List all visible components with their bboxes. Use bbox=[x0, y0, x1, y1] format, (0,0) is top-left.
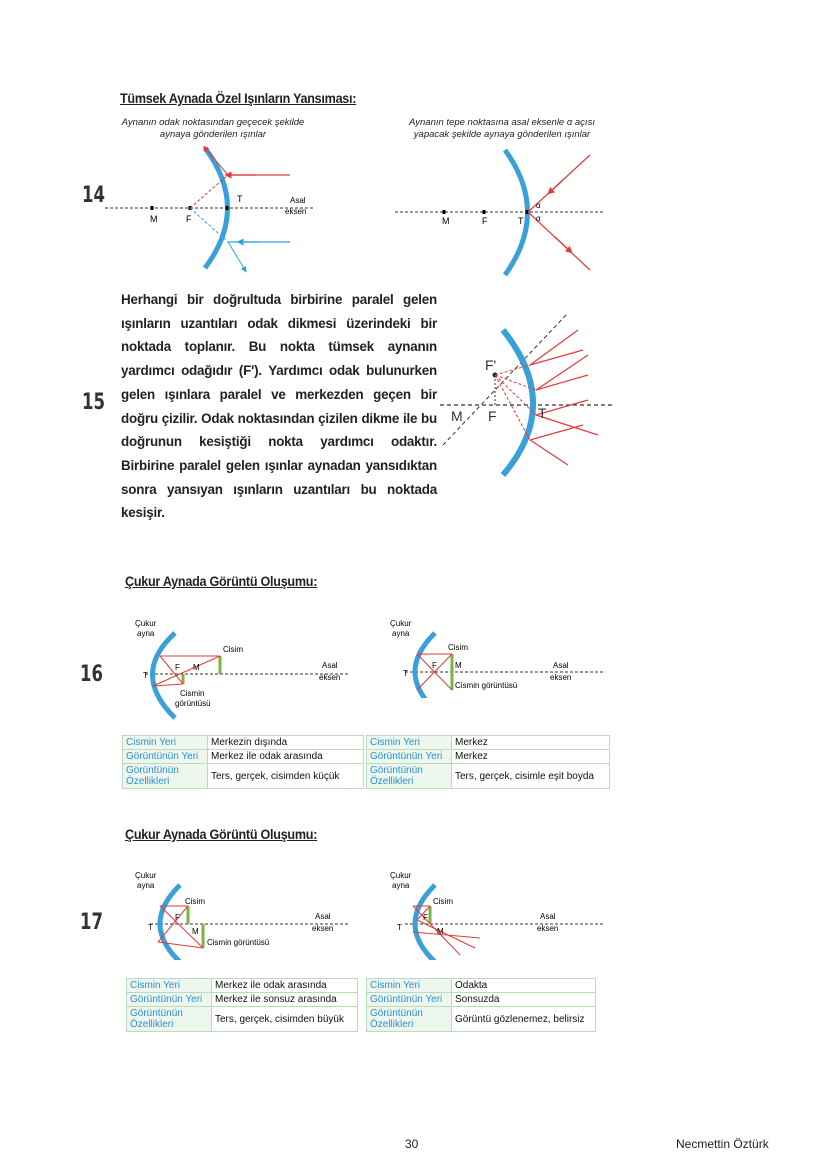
q14-caption-left: Aynanın odak noktasından geçecek şekilde… bbox=[121, 117, 305, 140]
svg-text:Cismin: Cismin bbox=[180, 689, 204, 698]
author-name: Necmettin Öztürk bbox=[676, 1137, 769, 1151]
svg-text:Asal: Asal bbox=[553, 661, 569, 670]
q17-diagram-left: Çukur ayna Cisim Asal eksen T F M Cismin… bbox=[135, 871, 350, 960]
q17-diagram-right: Çukur ayna Cisim Asal eksen T F M bbox=[390, 871, 605, 960]
svg-text:F: F bbox=[482, 216, 488, 226]
svg-text:Asal: Asal bbox=[290, 196, 306, 205]
svg-text:α: α bbox=[536, 214, 541, 223]
q16-diagram-right: Çukur ayna Cisim Asal eksen T F M Cismin… bbox=[390, 619, 605, 698]
convex-section-title: Tümsek Aynada Özel Işınların Yansıması: bbox=[120, 90, 357, 106]
concave-section-title-2: Çukur Aynada Görüntü Oluşumu: bbox=[125, 826, 318, 842]
q16-diagram-left: Çukur ayna Cisim Asal eksen T F M Cismin… bbox=[135, 619, 350, 720]
svg-text:Çukur: Çukur bbox=[135, 871, 157, 880]
svg-text:Cisim: Cisim bbox=[433, 897, 453, 906]
svg-text:M: M bbox=[193, 663, 200, 672]
svg-text:M: M bbox=[451, 408, 463, 424]
svg-text:F: F bbox=[186, 214, 192, 224]
svg-text:Asal: Asal bbox=[540, 912, 556, 921]
svg-text:Asal: Asal bbox=[322, 661, 338, 670]
svg-text:T: T bbox=[403, 669, 408, 678]
q14-caption-right: Aynanın tepe noktasına asal eksenle α aç… bbox=[409, 117, 595, 140]
svg-text:M: M bbox=[442, 216, 450, 226]
svg-text:ayna: ayna bbox=[137, 629, 155, 638]
q15-diagram: F' M F T bbox=[440, 312, 613, 477]
svg-text:görüntüsü: görüntüsü bbox=[175, 699, 211, 708]
svg-text:α: α bbox=[536, 201, 541, 210]
concave-section-title-1: Çukur Aynada Görüntü Oluşumu: bbox=[125, 573, 318, 589]
q17-number: 17 bbox=[80, 910, 103, 935]
svg-text:M: M bbox=[150, 214, 158, 224]
svg-text:Çukur: Çukur bbox=[135, 619, 157, 628]
svg-text:Cismin görüntüsü: Cismin görüntüsü bbox=[207, 938, 269, 947]
svg-text:T: T bbox=[148, 923, 153, 932]
svg-text:eksen: eksen bbox=[319, 673, 340, 682]
svg-text:eksen: eksen bbox=[537, 924, 558, 933]
svg-text:Çukur: Çukur bbox=[390, 871, 412, 880]
svg-text:M: M bbox=[437, 927, 444, 936]
q15-number: 15 bbox=[82, 390, 105, 415]
svg-text:T: T bbox=[143, 671, 148, 680]
q14-number: 14 bbox=[82, 183, 105, 208]
svg-text:T: T bbox=[237, 194, 243, 204]
svg-text:Cisim: Cisim bbox=[223, 645, 243, 654]
svg-text:eksen: eksen bbox=[550, 673, 571, 682]
svg-text:M: M bbox=[192, 927, 199, 936]
svg-text:eksen: eksen bbox=[285, 207, 306, 216]
q14-diagram-right: M F T α α bbox=[395, 148, 605, 277]
svg-text:F: F bbox=[423, 913, 428, 922]
svg-text:Cismin görüntüsü: Cismin görüntüsü bbox=[455, 681, 517, 690]
svg-text:T: T bbox=[518, 216, 524, 226]
svg-text:F: F bbox=[175, 913, 180, 922]
q14-diagram-left: M F T Asal eksen bbox=[105, 145, 315, 273]
svg-text:T: T bbox=[397, 923, 402, 932]
svg-text:Çukur: Çukur bbox=[390, 619, 412, 628]
svg-text:ayna: ayna bbox=[392, 881, 410, 890]
svg-text:Asal: Asal bbox=[315, 912, 331, 921]
svg-text:F': F' bbox=[485, 357, 496, 373]
page-number: 30 bbox=[405, 1137, 419, 1151]
svg-text:Cisim: Cisim bbox=[185, 897, 205, 906]
svg-text:eksen: eksen bbox=[312, 924, 333, 933]
svg-text:F: F bbox=[432, 661, 437, 670]
q16-number: 16 bbox=[80, 662, 103, 687]
svg-text:F: F bbox=[488, 408, 497, 424]
svg-text:T: T bbox=[538, 405, 547, 421]
q15-paragraph: Herhangi bir doğrultuda birbirine parale… bbox=[121, 292, 437, 521]
svg-text:ayna: ayna bbox=[392, 629, 410, 638]
svg-text:ayna: ayna bbox=[137, 881, 155, 890]
svg-text:M: M bbox=[455, 661, 462, 670]
svg-text:F: F bbox=[175, 663, 180, 672]
svg-text:Cisim: Cisim bbox=[448, 643, 468, 652]
